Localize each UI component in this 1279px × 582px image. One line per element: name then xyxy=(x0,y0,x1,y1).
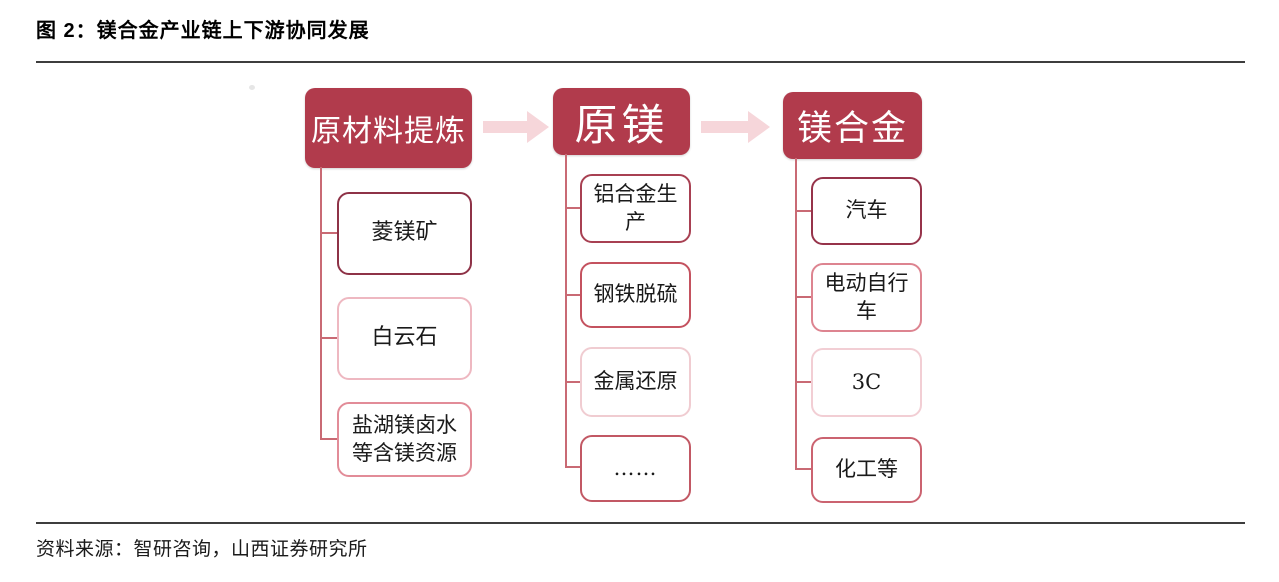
node-ellipsis: …… xyxy=(580,435,691,502)
node-salt-lake-brine: 盐湖镁卤水等含镁资源 xyxy=(337,402,472,477)
connector-line xyxy=(795,296,812,298)
arrow-shape xyxy=(483,111,549,143)
flow-arrow-right-icon xyxy=(483,111,549,143)
connector-line xyxy=(795,158,797,470)
connector-line xyxy=(565,154,567,468)
connector-line xyxy=(795,468,812,470)
connector-line xyxy=(565,466,581,468)
node-metal-reduction: 金属还原 xyxy=(580,347,691,417)
node-3c: 3C xyxy=(811,348,922,417)
node-automobile: 汽车 xyxy=(811,177,922,245)
connector-line xyxy=(565,294,581,296)
figure-source: 资料来源：智研咨询，山西证券研究所 xyxy=(36,539,368,560)
figure-title: 图 2：镁合金产业链上下游协同发展 xyxy=(36,20,370,42)
stray-dot-artifact xyxy=(249,85,255,90)
connector-line xyxy=(565,207,581,209)
connector-line xyxy=(795,210,812,212)
node-magnesite: 菱镁矿 xyxy=(337,192,472,275)
node-aluminum-alloy-production: 铝合金生产 xyxy=(580,174,691,243)
node-steel-desulfurization: 钢铁脱硫 xyxy=(580,262,691,328)
node-dolomite: 白云石 xyxy=(337,297,472,380)
flow-arrow-right-icon xyxy=(701,111,770,143)
arrow-shape xyxy=(701,111,770,143)
node-chemical-industry: 化工等 xyxy=(811,437,922,503)
connector-line xyxy=(565,381,581,383)
top-divider xyxy=(36,61,1245,63)
connector-line xyxy=(795,381,812,383)
connector-line xyxy=(320,438,338,440)
stage-box-primary-magnesium: 原镁 xyxy=(553,88,690,155)
stage-box-magnesium-alloy: 镁合金 xyxy=(783,92,922,159)
bottom-divider xyxy=(36,522,1245,524)
node-electric-bicycle: 电动自行车 xyxy=(811,263,922,332)
connector-line xyxy=(320,167,322,440)
connector-line xyxy=(320,337,338,339)
connector-line xyxy=(320,232,338,234)
stage-box-raw-material: 原材料提炼 xyxy=(305,88,472,168)
